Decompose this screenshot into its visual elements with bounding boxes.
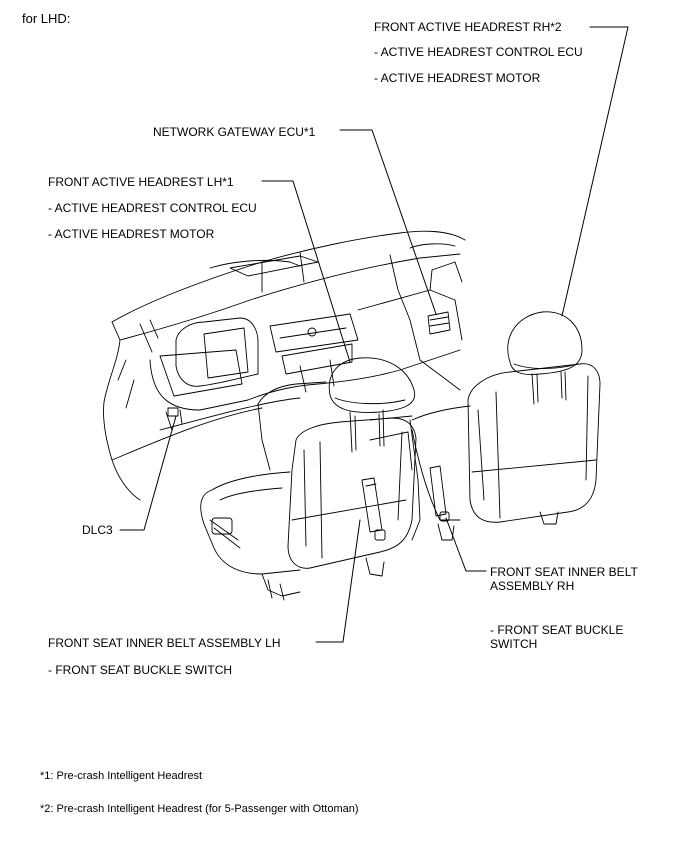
leader-rh-headrest <box>561 26 629 317</box>
rh-headrest-title: FRONT ACTIVE HEADREST RH*2 <box>374 20 562 34</box>
leader-lh-headrest <box>261 180 351 363</box>
rh-belt-title-line2: ASSEMBLY RH <box>490 579 575 593</box>
instrument-panel <box>103 230 466 501</box>
lh-belt-title: FRONT SEAT INNER BELT ASSEMBLY LH <box>48 636 281 650</box>
center-console <box>257 381 421 541</box>
rh-belt-item-line1: - FRONT SEAT BUCKLE <box>490 623 624 637</box>
footnote-2: *2: Pre-crash Intelligent Headrest (for … <box>40 803 359 815</box>
lh-front-seat <box>200 357 417 601</box>
leader-lines <box>119 26 629 643</box>
leader-dlc3 <box>119 415 177 531</box>
rh-belt-item-line2: SWITCH <box>490 637 538 651</box>
lh-headrest-item-ecu: - ACTIVE HEADREST CONTROL ECU <box>48 201 257 215</box>
dlc3-label: DLC3 <box>82 523 113 537</box>
rh-headrest-item-motor: - ACTIVE HEADREST MOTOR <box>374 71 541 85</box>
variant-label: for LHD: <box>22 11 71 26</box>
leader-gateway-ecu <box>339 129 437 315</box>
leader-rh-belt <box>445 517 487 572</box>
lh-belt-item-buckle: - FRONT SEAT BUCKLE SWITCH <box>48 663 233 677</box>
leader-lh-belt <box>315 519 361 643</box>
gateway-ecu-title: NETWORK GATEWAY ECU*1 <box>153 125 316 139</box>
footnote-1: *1: Pre-crash Intelligent Headrest <box>40 770 203 782</box>
rh-headrest-item-ecu: - ACTIVE HEADREST CONTROL ECU <box>374 45 583 59</box>
lh-headrest-title: FRONT ACTIVE HEADREST LH*1 <box>48 175 234 189</box>
rh-front-seat <box>369 311 601 541</box>
rh-belt-title-line1: FRONT SEAT INNER BELT <box>490 565 638 579</box>
lh-headrest-item-motor: - ACTIVE HEADREST MOTOR <box>48 227 215 241</box>
